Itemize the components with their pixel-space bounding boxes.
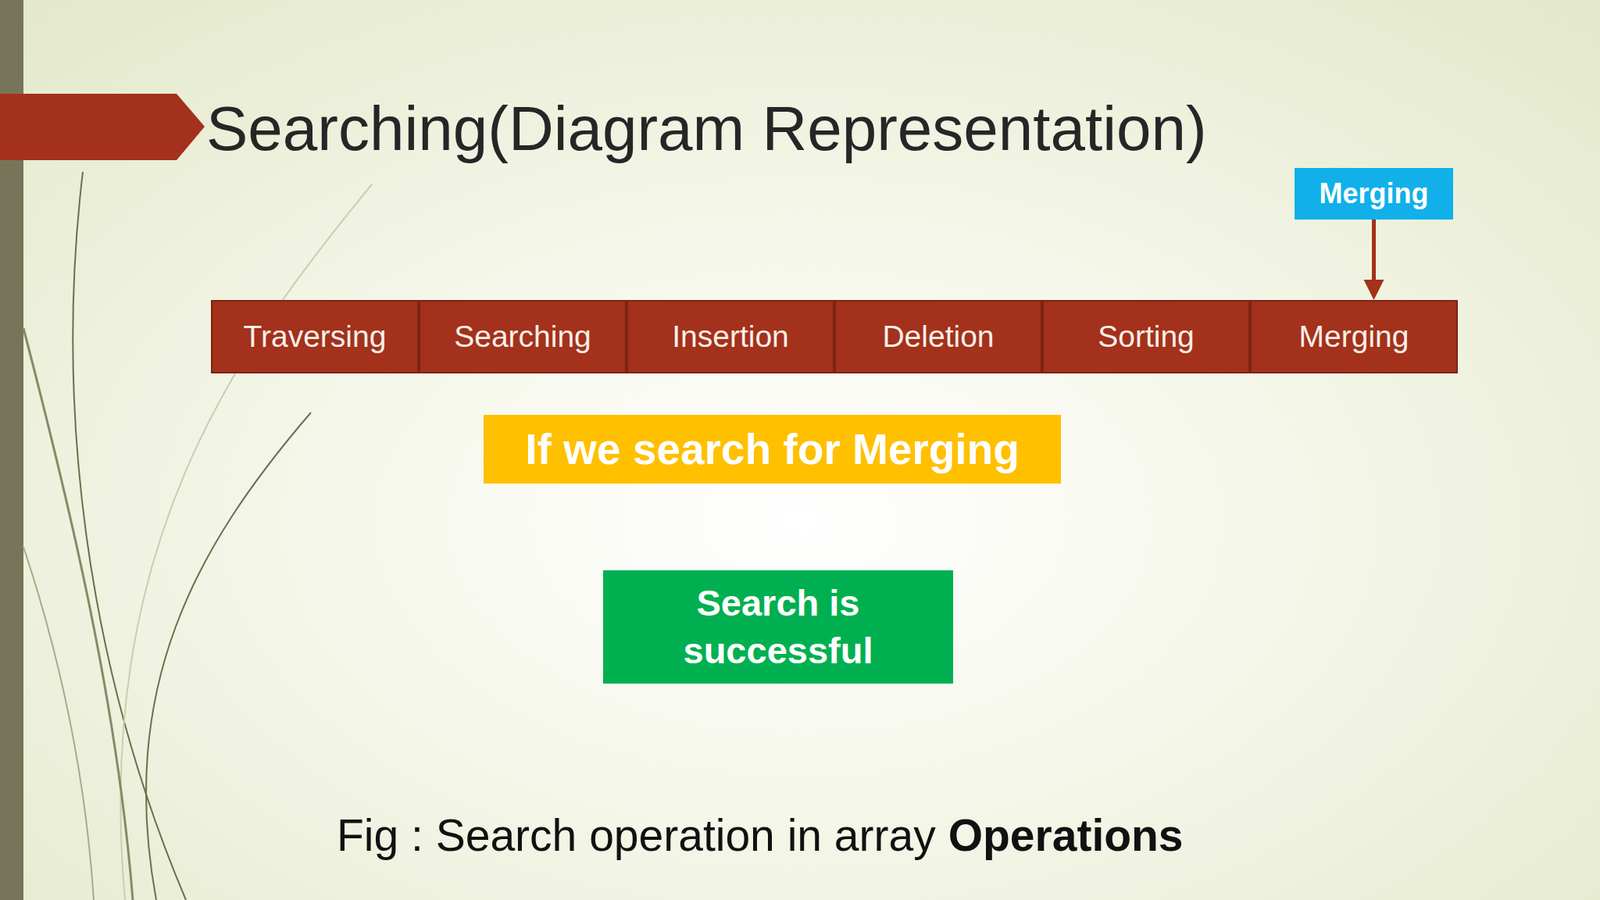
node-text: Insertion	[671, 319, 790, 354]
node-text: Sorting	[1097, 319, 1195, 354]
title-banner	[0, 93, 205, 161]
caption-emphasis: Operations	[948, 810, 1184, 861]
node-text: Search is successful	[637, 579, 919, 674]
decor-curve	[120, 184, 372, 900]
node-text: Merging	[1319, 177, 1429, 211]
decor-curve	[72, 171, 186, 900]
decor-curve	[146, 412, 311, 900]
node-text: Searching	[453, 319, 592, 354]
node-text: Deletion	[882, 319, 994, 354]
node-text: If we search for Merging	[525, 424, 1020, 475]
figure-caption: Fig : Search operation in array	[336, 810, 936, 861]
array-cell: Insertion	[626, 300, 835, 374]
decor-curve	[23, 328, 133, 900]
search-key-box: Merging	[1294, 167, 1454, 220]
array-cell: Deletion	[834, 300, 1043, 374]
decor-curve	[23, 546, 94, 900]
array-cell: Merging	[1250, 300, 1458, 374]
caption-line: Fig : Search operation in arrayOperation…	[336, 809, 1184, 861]
result-box: Search is successful	[603, 570, 954, 684]
pointer-arrow	[1364, 219, 1385, 300]
node-text: Merging	[1299, 319, 1410, 354]
slide-title: Searching(Diagram Representation)	[206, 93, 1208, 165]
query-box: If we search for Merging	[483, 414, 1061, 484]
array-cell: Traversing	[210, 300, 419, 374]
node-text: Traversing	[243, 319, 387, 354]
array-cell: Searching	[418, 300, 627, 374]
array-cell: Sorting	[1042, 300, 1250, 374]
